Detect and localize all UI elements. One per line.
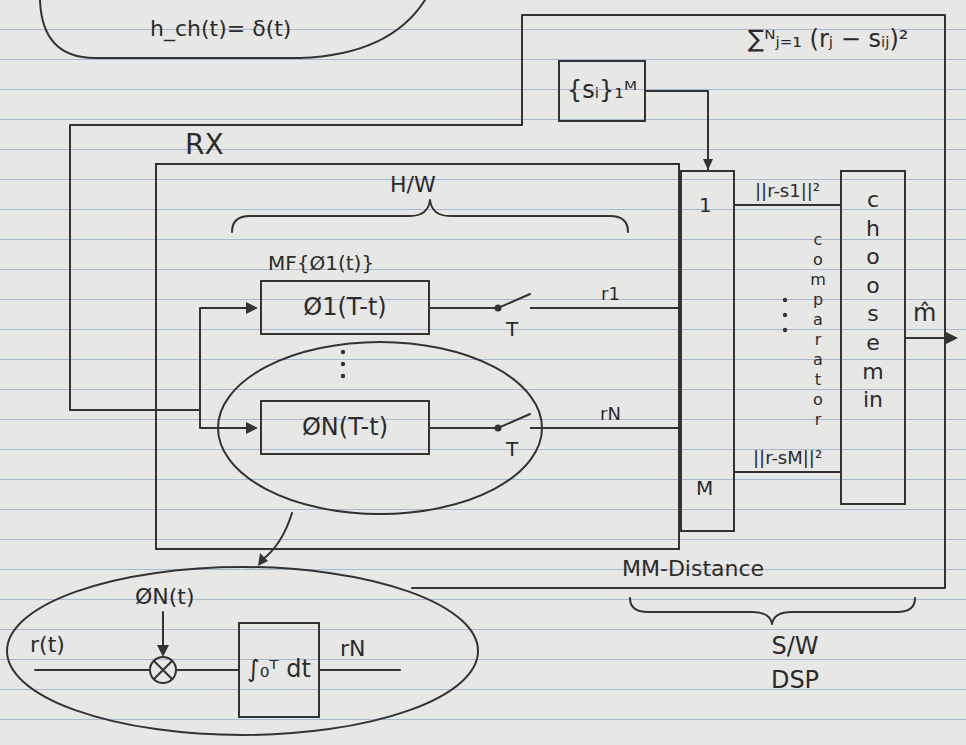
multiplier-symbol [150, 657, 176, 683]
signal-name: r(t) [30, 632, 65, 657]
switch-pivot [496, 426, 501, 431]
receiver-box: RXMF{Ø1(t)}Ø1(T-t)ØN(T-t) [155, 163, 680, 550]
continuation-dot [341, 374, 345, 378]
connector [735, 471, 840, 473]
block-title: RX [185, 129, 224, 161]
arrow-head [246, 302, 258, 314]
sw-brace [630, 598, 915, 624]
sampling-switch [498, 294, 530, 308]
continuation-dot [783, 298, 787, 302]
matched-filter-box: MF{Ø1(t)}Ø1(T-t) [260, 280, 430, 335]
continuation-dot [341, 350, 345, 354]
integrator-label: ∫₀ᵀ dt [247, 656, 311, 684]
outer-outline [70, 15, 945, 588]
symbol-set-box: {sᵢ}₁ᴹ [558, 60, 646, 122]
hw-brace [232, 200, 628, 232]
connector [735, 204, 840, 206]
edge-label: ||r-sM||² [753, 448, 822, 469]
block-heading: comparator [810, 230, 826, 430]
edge-label: r1 [601, 284, 620, 305]
index-label: 1 [699, 194, 712, 217]
channel-bubble [40, 0, 425, 58]
distance-formula: ∑ᴺⱼ₌₁ (rⱼ − sᵢⱼ)² [748, 26, 908, 54]
index-label: M [696, 477, 713, 500]
connector [430, 307, 680, 309]
distance-box: 1M [680, 170, 735, 532]
signal-name: rN [340, 636, 366, 661]
arrow-head [258, 553, 268, 566]
ellipse-outline [5, 565, 480, 737]
output-wire [906, 337, 947, 339]
integrator-box: ∫₀ᵀ dt [238, 622, 320, 718]
continuation-dot [783, 313, 787, 317]
block-label: choose min [862, 186, 884, 415]
sample-time: T [506, 318, 518, 341]
switch-pivot [496, 306, 501, 311]
multiplier-cross [154, 661, 172, 679]
group-label: H/W [390, 172, 436, 197]
arrow-head [703, 159, 713, 170]
group-label: S/W DSP [755, 630, 835, 697]
sampling-switch [498, 414, 530, 428]
arrow-head [246, 422, 258, 434]
choose-min-box: comparatorchoose min [840, 170, 906, 505]
ellipse-border [7, 567, 478, 735]
continuation-dot [783, 328, 787, 332]
connector [430, 427, 680, 429]
connector [646, 91, 708, 170]
edge-label: ||r-s1||² [755, 181, 820, 202]
multiplier-wire [35, 612, 400, 670]
channel-note: h_ch(t)= δ(t) [150, 16, 291, 41]
matched-filter-box: ØN(T-t) [260, 400, 430, 455]
group-label: MM-Distance [622, 556, 764, 581]
sample-time: T [506, 438, 518, 461]
correlator-detail: r(t) ØN(t) rN ∫₀ᵀ dt [5, 565, 480, 737]
arrow-head [157, 645, 169, 657]
signal-name: ØN(t) [135, 584, 195, 609]
edge-label: rN [600, 404, 621, 425]
switch-gap [498, 303, 530, 313]
zoom-arrow [262, 513, 292, 560]
symbol-set-label: {sᵢ}₁ᴹ [567, 77, 637, 105]
continuation-dot [341, 362, 345, 366]
arrow-head [946, 332, 958, 344]
output-symbol: m̂ [913, 300, 936, 328]
filter-heading: MF{Ø1(t)} [268, 252, 374, 275]
switch-gap [498, 423, 530, 433]
filter-response: Ø1(T-t) [303, 294, 386, 322]
filter-response: ØN(T-t) [302, 414, 388, 442]
